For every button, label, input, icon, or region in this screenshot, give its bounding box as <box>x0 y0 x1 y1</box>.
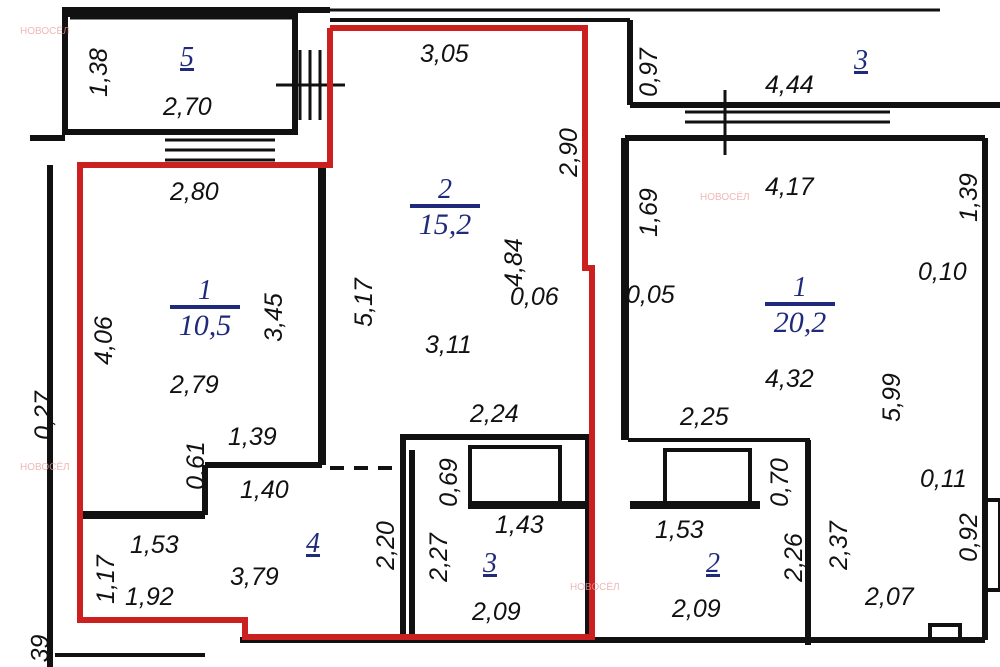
dimension: 4,06 <box>89 316 118 365</box>
watermark: НОВОСЁЛ <box>20 26 70 37</box>
dimension: 2,20 <box>371 521 400 570</box>
dimension: 1,53 <box>130 531 179 559</box>
dimension: 2,25 <box>680 403 729 431</box>
dimension: 2,37 <box>824 521 853 570</box>
dimension: 0,27 <box>29 391 58 440</box>
dimension: 0,10 <box>918 258 967 286</box>
dimension: 0,92 <box>954 513 983 562</box>
dimension: 1,39 <box>228 423 277 451</box>
dimension: 4,32 <box>765 365 814 393</box>
dimension: 1,38 <box>84 48 113 97</box>
dimension: 4,44 <box>765 71 814 99</box>
balcony-5 <box>62 11 298 135</box>
dimension: 1,92 <box>125 583 174 611</box>
dimension: 0,05 <box>626 281 675 309</box>
room-label: 4 <box>306 528 320 559</box>
dimension: 1,69 <box>634 188 663 237</box>
dimension: 4,17 <box>765 173 814 201</box>
dimension: 0,70 <box>765 458 794 507</box>
dimension: 0,06 <box>510 283 559 311</box>
room-label: 3 <box>483 548 497 579</box>
dimension: 0,61 <box>181 441 210 490</box>
dimension: 2,24 <box>470 400 519 428</box>
room-label: 5 <box>180 42 194 73</box>
dimension: 3,11 <box>425 331 472 359</box>
dimension: 2,09 <box>472 598 521 626</box>
dimension: 0,11 <box>920 465 967 493</box>
room-label: 3 <box>854 45 868 76</box>
dimension: 4,84 <box>499 238 528 287</box>
dimension: 5,17 <box>349 278 378 327</box>
dimension: 1,53 <box>655 516 704 544</box>
dimension: 1,40 <box>240 476 289 504</box>
dimension: 1,43 <box>495 511 544 539</box>
watermark: НОВОСЁЛ <box>570 582 620 593</box>
dimension: 39 <box>26 634 55 663</box>
apartment-outline <box>77 25 595 640</box>
dimension: 5,99 <box>877 373 906 422</box>
dimension: 2,90 <box>554 128 583 177</box>
dimension: 2,07 <box>865 583 914 611</box>
dimension: 0,97 <box>634 48 663 97</box>
dimension: 2,26 <box>779 533 808 582</box>
dimension: 3,79 <box>230 563 279 591</box>
dimension: 2,80 <box>170 178 219 206</box>
dimension: 2,79 <box>170 371 219 399</box>
dimension: 1,17 <box>91 555 120 604</box>
dimension: 2,27 <box>424 533 453 582</box>
dimension: 3,05 <box>420 40 469 68</box>
dimension: 3,45 <box>259 293 288 342</box>
room-label: 2 <box>706 548 720 579</box>
dimension: 1,39 <box>954 173 983 222</box>
dimension: 2,09 <box>672 595 721 623</box>
dimension: 0,69 <box>434 458 463 507</box>
watermark: НОВОСЁЛ <box>700 192 750 203</box>
watermark: НОВОСЁЛ <box>20 462 70 473</box>
dimension: 2,70 <box>163 93 212 121</box>
